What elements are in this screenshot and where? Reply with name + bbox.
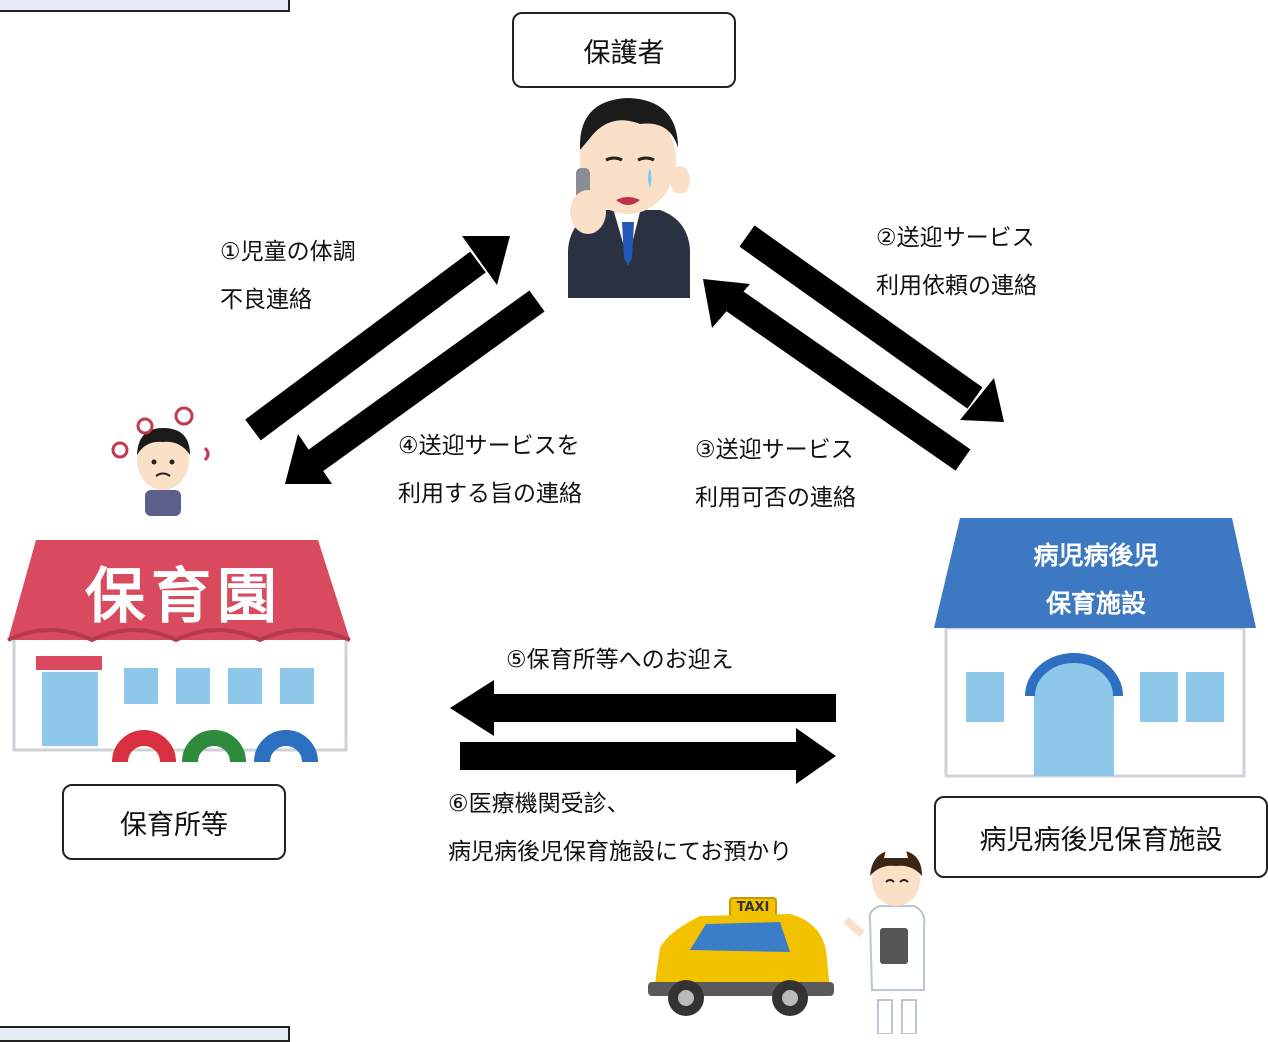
arrow-step3 (703, 279, 971, 471)
step6-line1: ⑥医療機関受診、 (448, 791, 630, 817)
facility-sign-line1: 病児病後児 (1033, 541, 1159, 570)
step1-line1: ①児童の体調 (220, 239, 356, 265)
facility-building (934, 518, 1256, 778)
step6-line2: 病児病後児保育施設にてお預かり (448, 839, 793, 865)
taxi-sign-text: TAXI (736, 900, 770, 915)
nursery-label: 保育所等 (62, 784, 286, 860)
nurse-illustration (843, 850, 926, 1034)
arrow-step1 (245, 236, 510, 441)
step2-line2: 利用依頼の連絡 (876, 273, 1037, 299)
step2-line1: ②送迎サービス (876, 225, 1035, 251)
guardian-label: 保護者 (512, 12, 736, 88)
step3-caption: ③送迎サービス 利用可否の連絡 (695, 426, 856, 522)
sick-child-illustration (111, 406, 210, 516)
step1-line2: 不良連絡 (220, 287, 312, 313)
step4-line2: 利用する旨の連絡 (398, 481, 582, 507)
taxi-illustration (648, 897, 834, 1016)
guardian-illustration (568, 98, 690, 298)
facility-label: 病児病後児保育施設 (934, 796, 1268, 878)
step4-caption: ④送迎サービスを 利用する旨の連絡 (398, 422, 582, 518)
nursery-sign-text: 保育園 (85, 562, 283, 632)
facility-sign-line2: 保育施設 (1045, 589, 1146, 618)
nursery-building (7, 540, 351, 763)
step3-line1: ③送迎サービス (695, 437, 854, 463)
top-left-frame-fragment (0, 0, 290, 12)
step5-caption: ⑤保育所等へのお迎え (506, 647, 734, 673)
step1-caption: ①児童の体調 不良連絡 (220, 228, 356, 324)
step6-caption: ⑥医療機関受診、 病児病後児保育施設にてお預かり (448, 780, 792, 876)
arrow-step4 (285, 290, 545, 484)
step2-caption: ②送迎サービス 利用依頼の連絡 (876, 214, 1037, 310)
arrow-step5 (450, 680, 836, 736)
arrow-step2 (739, 225, 1004, 422)
arrow-step6 (460, 728, 836, 784)
step4-line1: ④送迎サービスを (398, 433, 580, 459)
step3-line2: 利用可否の連絡 (695, 485, 856, 511)
